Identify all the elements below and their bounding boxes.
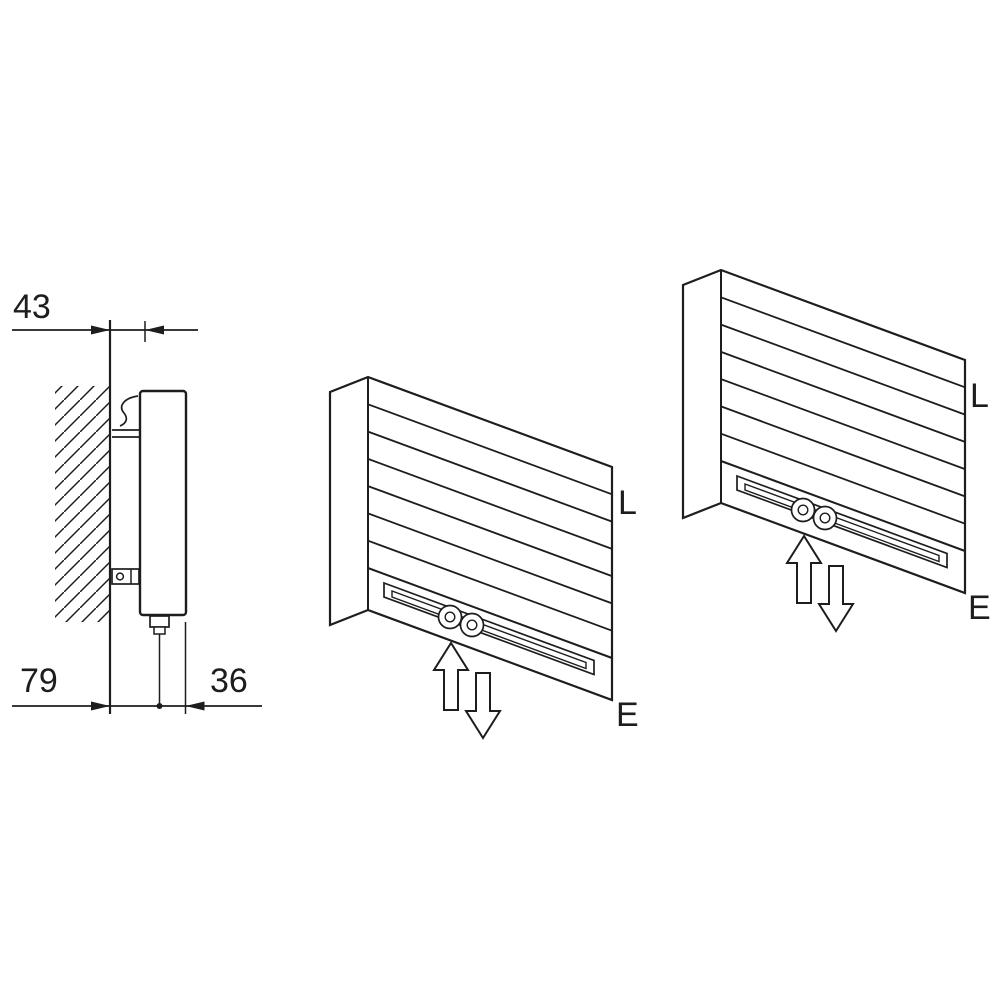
wall-hatch: [55, 386, 110, 622]
pipe-center-dot: [156, 703, 163, 709]
radiator-body: [681, 268, 967, 633]
bottom-bracket: [111, 568, 140, 585]
radiator-body: [328, 375, 614, 740]
side-view: 43 79 36: [12, 288, 262, 714]
dim-bottom-left-label: 79: [20, 662, 58, 700]
label-e: E: [616, 696, 639, 734]
valve-fitting: [149, 615, 170, 706]
label-l: L: [970, 377, 989, 415]
top-bracket: [112, 395, 139, 438]
label-l: L: [618, 484, 637, 522]
dim-top-label: 43: [13, 288, 51, 326]
iso-view-front: L E: [328, 375, 639, 740]
dim-arrow-left-icon: [145, 325, 164, 335]
dim-arrow-left-icon: [185, 701, 205, 711]
dim-bottom-right-label: 36: [210, 662, 248, 700]
radiator-panel-side: [138, 389, 188, 617]
iso-view-back: L E: [681, 268, 991, 633]
dim-arrow-right-icon: [91, 325, 110, 335]
dim-arrow-right-icon: [91, 701, 110, 711]
label-e: E: [968, 589, 991, 627]
